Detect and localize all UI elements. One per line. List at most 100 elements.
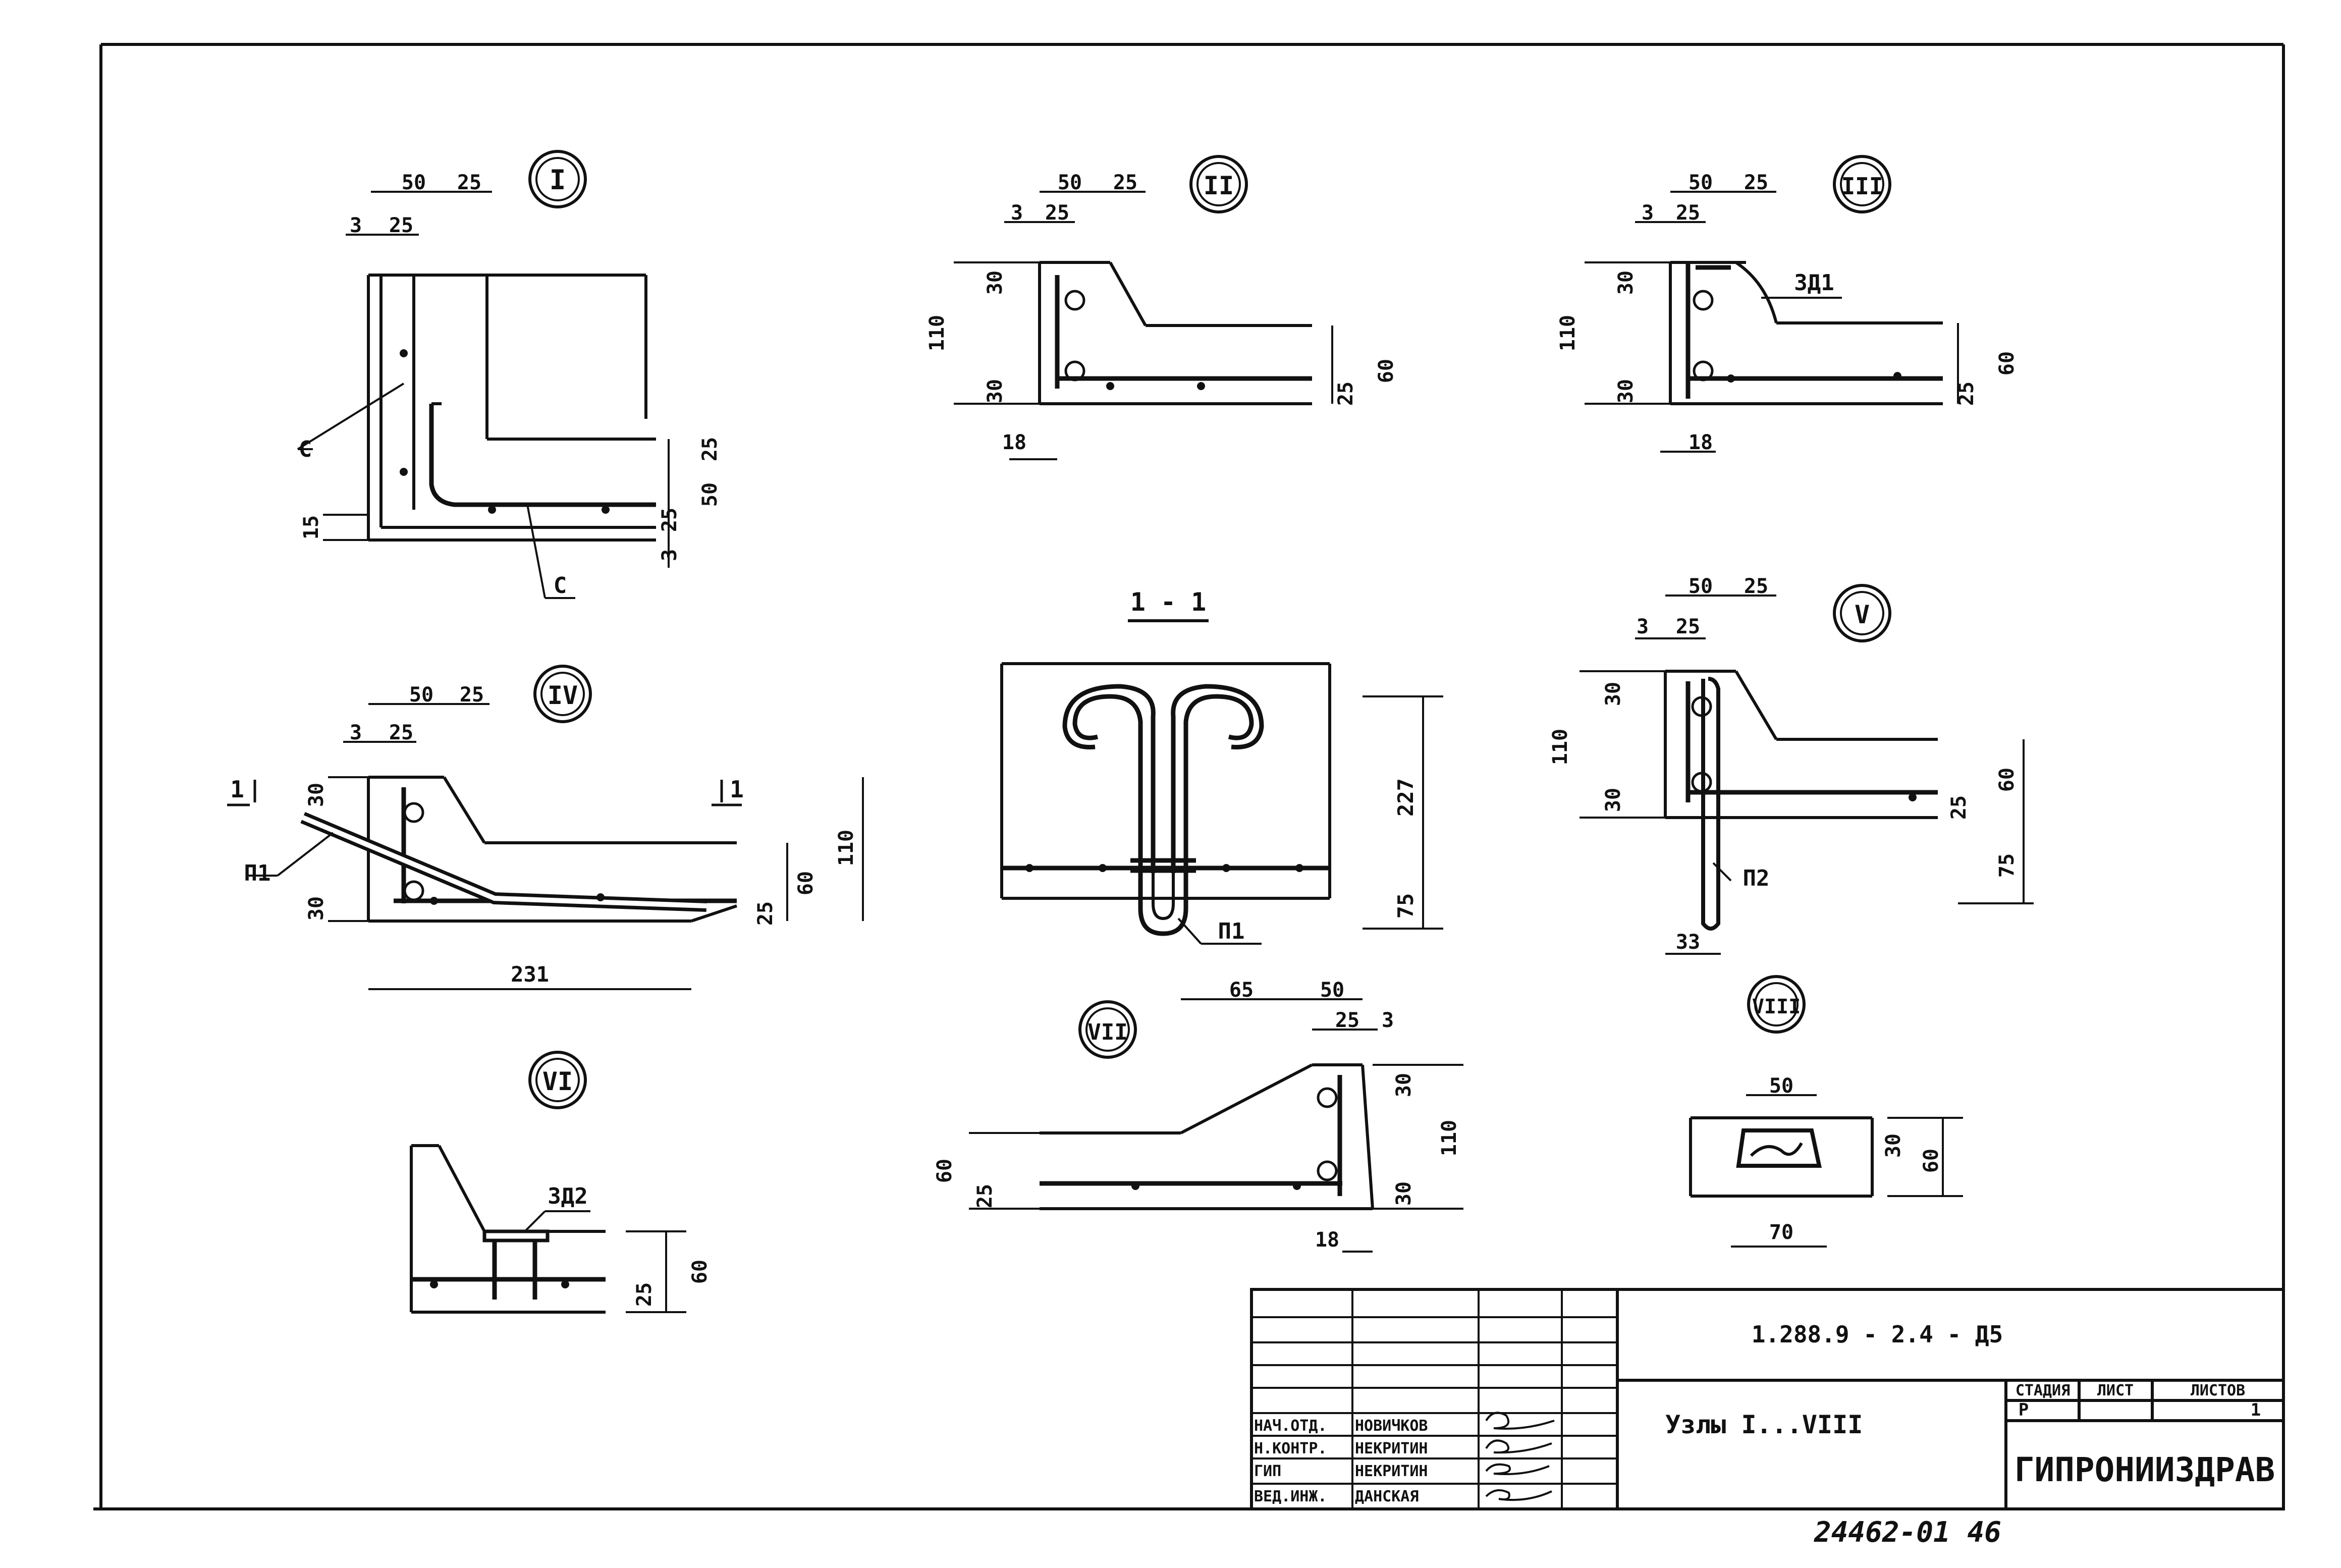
signature-name-3: НЕКРИТИН: [1355, 1463, 1428, 1480]
dimension-label: 50: [402, 171, 426, 194]
dimension-label: 60: [1995, 351, 2019, 375]
dimension-label: 50: [1058, 171, 1082, 194]
dimension-label: 30: [1614, 271, 1638, 295]
node-2-marker: [1189, 155, 1248, 213]
node-7-label: VII: [1087, 1019, 1127, 1045]
dimension-label: 25: [754, 901, 777, 926]
signature-name-4: ДАНСКАЯ: [1355, 1488, 1419, 1505]
dimension-label: 110: [835, 830, 858, 866]
dimension-label: 65: [1229, 979, 1254, 1002]
dimension-label: 30: [984, 271, 1007, 295]
dimension-label: 50: [1689, 171, 1713, 194]
dimension-label: 3: [1011, 201, 1023, 225]
node-3-label: III: [1841, 173, 1883, 200]
sheet-header: ЛИСТ: [2097, 1382, 2134, 1399]
dimension-label: 25: [1334, 382, 1357, 406]
dimension-label: 30: [1602, 788, 1625, 812]
node-6-marker: [528, 1051, 587, 1109]
dimension-label: 25: [457, 171, 481, 194]
dimension-label: 25: [698, 437, 722, 461]
dimension-label: 70: [1769, 1221, 1793, 1244]
node-8-label: VIII: [1752, 995, 1801, 1018]
dimension-label: 75: [1393, 893, 1418, 919]
dimension-label: 30: [305, 783, 328, 807]
dimension-label: 50: [1689, 575, 1713, 598]
dimension-label: 50: [1320, 979, 1344, 1002]
dimension-label: 30: [1392, 1073, 1416, 1097]
signature-role-4: ВЕД.ИНЖ.: [1254, 1488, 1327, 1505]
dimension-label: 25: [1676, 201, 1700, 225]
node-8-marker: [1747, 975, 1806, 1034]
title-block: 1.288.9 - 2.4 - Д5 Узлы I...VIII СТАДИЯ …: [1250, 1288, 2285, 1510]
label-zd1: ЗД1: [1794, 270, 1834, 296]
dimension-label: 60: [1920, 1149, 1943, 1173]
dimension-label: 33: [1676, 931, 1700, 954]
dimension-label: 18: [1689, 431, 1713, 454]
dimension-label: 18: [1002, 431, 1026, 454]
node-4-label: IV: [548, 681, 578, 710]
dimension-label: 30: [984, 379, 1007, 403]
organization-name: ГИПРОНИИЗДРАВ: [2015, 1450, 2275, 1489]
dimension-label: 110: [1438, 1120, 1461, 1156]
signature-role-1: НАЧ.ОТД.: [1254, 1417, 1327, 1435]
dimension-label: 50: [698, 482, 722, 507]
section-cut-marker-left: 1: [230, 776, 244, 803]
label-c-2: С: [554, 573, 567, 599]
node-3: III 50 25 3 25 30 110 30 18: [1556, 155, 2019, 454]
footer-number: 24462-01 46: [1814, 1516, 2001, 1549]
dimension-label: 110: [1556, 315, 1580, 351]
dimension-label: 25: [658, 508, 681, 532]
dimension-label: 25: [1045, 201, 1069, 225]
node-6: VI 25 60 ЗД2: [410, 1051, 712, 1314]
dimension-label: 3: [1642, 201, 1654, 225]
dimension-label: 60: [1375, 359, 1398, 383]
dimension-label: 60: [933, 1159, 956, 1183]
dimension-label: 15: [300, 515, 323, 539]
signature-role-2: Н.КОНТР.: [1254, 1440, 1327, 1457]
dimension-label: 227: [1393, 778, 1418, 817]
signature-name-2: НЕКРИТИН: [1355, 1440, 1428, 1457]
dimension-label: 3: [658, 549, 681, 561]
section-cut-marker-right: 1: [730, 776, 744, 803]
sheet-title: Узлы I...VIII: [1665, 1410, 1863, 1439]
handwritten-signatures: [1485, 1412, 1555, 1501]
dimension-label: 30: [1602, 682, 1625, 706]
label-zd2: ЗД2: [548, 1183, 587, 1209]
node-2-label: II: [1204, 171, 1234, 200]
label-c-1: С: [299, 437, 312, 462]
dimension-label: 25: [1744, 575, 1768, 598]
dimension-label: 25: [973, 1184, 997, 1208]
dimension-label: 25: [1676, 615, 1700, 638]
dimension-label: 25: [1335, 1009, 1359, 1032]
dimension-label: 25: [1947, 795, 1971, 820]
dimension-label: 30: [1392, 1181, 1416, 1206]
node-1-label: I: [550, 164, 566, 196]
dimension-label: 3: [350, 214, 362, 237]
dimension-label: 25: [1744, 171, 1768, 194]
signature-role-3: ГИП: [1254, 1463, 1281, 1480]
label-p1-section: П1: [1218, 918, 1245, 944]
dimension-label: 25: [633, 1282, 656, 1307]
node-3-marker: [1833, 155, 1891, 213]
dimension-label: 3: [1382, 1009, 1394, 1032]
node-5-marker: [1833, 584, 1891, 642]
node-8: VIII 50 30 60 70: [1689, 975, 1963, 1248]
dimension-label: 25: [460, 683, 484, 707]
node-7-marker: [1078, 1000, 1137, 1059]
sheets-value: 1: [2251, 1400, 2261, 1420]
stage-value: Р: [2019, 1400, 2029, 1420]
sheets-header: ЛИСТОВ: [2191, 1382, 2245, 1399]
label-p1-node4: П1: [244, 860, 271, 886]
document-code: 1.288.9 - 2.4 - Д5: [1752, 1321, 2003, 1348]
node-2: II 50 25 3 25 30 110 30 18 60 25: [925, 155, 1398, 460]
dimension-label: 110: [1549, 729, 1572, 765]
dimension-label: 231: [511, 962, 549, 987]
dimension-label: 18: [1315, 1228, 1339, 1252]
dimension-label: 30: [1614, 379, 1638, 403]
dimension-label: 30: [305, 896, 328, 921]
dimension-label: 3: [350, 721, 362, 744]
dimension-label: 75: [1995, 853, 2019, 878]
node-4: IV 50 25 3 25: [227, 665, 864, 990]
dimension-label: 50: [409, 683, 433, 707]
section-1-1-title: 1 - 1: [1130, 587, 1207, 617]
